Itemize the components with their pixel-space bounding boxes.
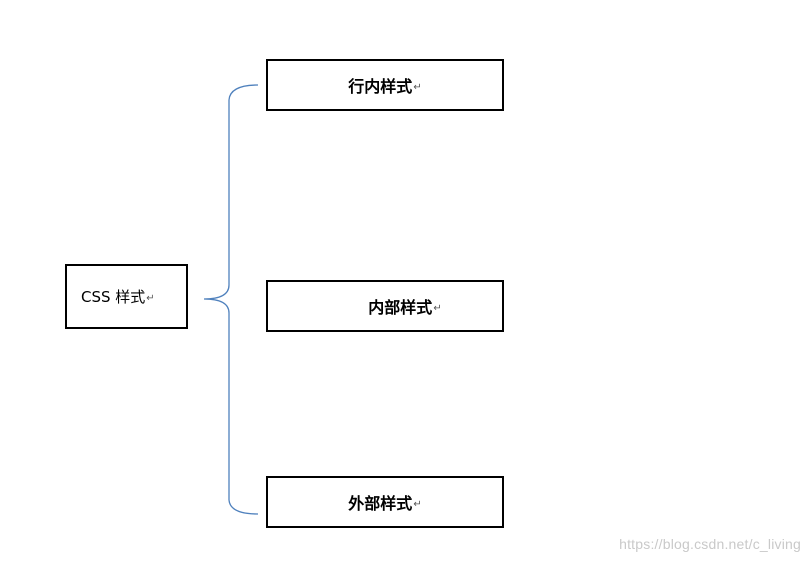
child-label-internal-style: 内部样式 <box>368 298 433 317</box>
child-label-inline-style: 行内样式 <box>348 77 413 96</box>
watermark: https://blog.csdn.net/c_living <box>619 536 801 552</box>
child-node-inline-style: 行内样式 ↵ <box>266 59 504 111</box>
paragraph-mark-icon: ↵ <box>433 302 442 314</box>
child-node-external-style: 外部样式 ↵ <box>266 476 504 528</box>
child-label-external-style: 外部样式 <box>348 494 413 513</box>
root-node: CSS 样式 ↵ <box>65 264 188 329</box>
paragraph-mark-icon: ↵ <box>146 293 155 304</box>
brace-path <box>203 84 259 515</box>
root-label: CSS 样式 <box>81 288 146 306</box>
paragraph-mark-icon: ↵ <box>413 81 422 93</box>
child-node-internal-style: 内部样式 ↵ <box>266 280 504 332</box>
paragraph-mark-icon: ↵ <box>413 498 422 510</box>
